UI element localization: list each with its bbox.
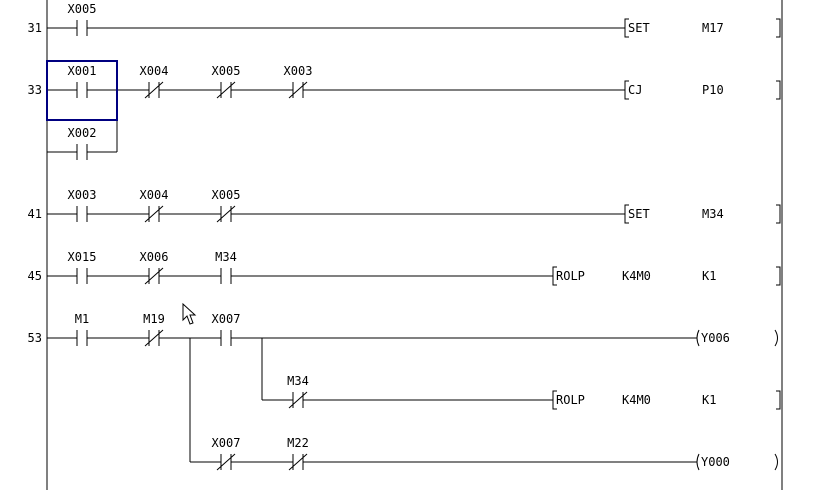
instruction-op: ROLP — [556, 393, 585, 407]
instruction-op: CJ — [628, 83, 642, 97]
instruction-set-m17[interactable]: SET M17 — [624, 18, 781, 38]
coil-y006[interactable]: Y006 — [696, 329, 778, 347]
contact-label: X005 — [212, 188, 241, 202]
instruction-set-m34[interactable]: SET M34 — [624, 204, 781, 224]
contact-x002-r33[interactable]: X002 — [68, 126, 97, 160]
contact-label: M34 — [215, 250, 237, 264]
contact-m34-r53[interactable]: M34 — [287, 374, 309, 409]
wires — [47, 27, 697, 463]
instruction-operand: M34 — [702, 207, 724, 221]
coil-label: Y006 — [701, 331, 730, 345]
instruction-cj-p10[interactable]: CJ P10 — [624, 80, 781, 100]
contact-m1-r53[interactable]: M1 — [75, 312, 89, 346]
contact-x005-r33[interactable]: X005 — [212, 64, 241, 99]
contact-x007b-r53[interactable]: X007 — [212, 436, 241, 471]
rung-step-number: 41 — [28, 207, 42, 221]
contact-x004-r41[interactable]: X004 — [140, 188, 169, 223]
contact-x001-r33[interactable]: X001 — [68, 64, 97, 98]
instruction-operand: K4M0 — [622, 269, 651, 283]
instruction-rolp-1[interactable]: ROLP K4M0 K1 — [552, 266, 781, 286]
instruction-operand: M17 — [702, 21, 724, 35]
rung-step-number: 45 — [28, 269, 42, 283]
contact-x004-r33[interactable]: X004 — [140, 64, 169, 99]
contact-label: X007 — [212, 436, 241, 450]
contact-label: X003 — [68, 188, 97, 202]
instruction-operand: K1 — [702, 269, 716, 283]
instruction-operand: K1 — [702, 393, 716, 407]
coil-label: Y000 — [701, 455, 730, 469]
contact-label: X004 — [140, 64, 169, 78]
instruction-rolp-2[interactable]: ROLP K4M0 K1 — [552, 390, 781, 410]
contact-label: X004 — [140, 188, 169, 202]
contact-x003-r33[interactable]: X003 — [284, 64, 313, 99]
step-numbers: 31 33 41 45 53 — [28, 21, 42, 345]
contact-label: X005 — [68, 2, 97, 16]
instruction-op: SET — [628, 207, 650, 221]
contact-label: X005 — [212, 64, 241, 78]
contact-label: M22 — [287, 436, 309, 450]
contact-label: M19 — [143, 312, 165, 326]
contact-label: X003 — [284, 64, 313, 78]
contact-x007-r53[interactable]: X007 — [212, 312, 241, 346]
contact-label: X007 — [212, 312, 241, 326]
contact-m22-r53[interactable]: M22 — [287, 436, 309, 471]
contact-label: M1 — [75, 312, 89, 326]
rung-step-number: 31 — [28, 21, 42, 35]
contact-x005-r41[interactable]: X005 — [212, 188, 241, 223]
contact-label: X002 — [68, 126, 97, 140]
contact-x005-r31[interactable]: X005 — [68, 2, 97, 36]
contact-label: X001 — [68, 64, 97, 78]
contact-label: M34 — [287, 374, 309, 388]
mouse-pointer-icon — [182, 302, 197, 325]
contact-x003-r41[interactable]: X003 — [68, 188, 97, 222]
contact-m19-r53[interactable]: M19 — [143, 312, 165, 347]
contact-x015-r45[interactable]: X015 — [68, 250, 97, 284]
coil-y000[interactable]: Y000 — [696, 453, 778, 471]
contact-label: X006 — [140, 250, 169, 264]
contact-label: X015 — [68, 250, 97, 264]
instruction-operand: K4M0 — [622, 393, 651, 407]
rung-step-number: 53 — [28, 331, 42, 345]
rung-step-number: 33 — [28, 83, 42, 97]
instruction-op: ROLP — [556, 269, 585, 283]
contact-m34-r45[interactable]: M34 — [215, 250, 237, 284]
selection-cursor — [46, 60, 118, 121]
instruction-op: SET — [628, 21, 650, 35]
instruction-operand: P10 — [702, 83, 724, 97]
contact-x006-r45[interactable]: X006 — [140, 250, 169, 285]
